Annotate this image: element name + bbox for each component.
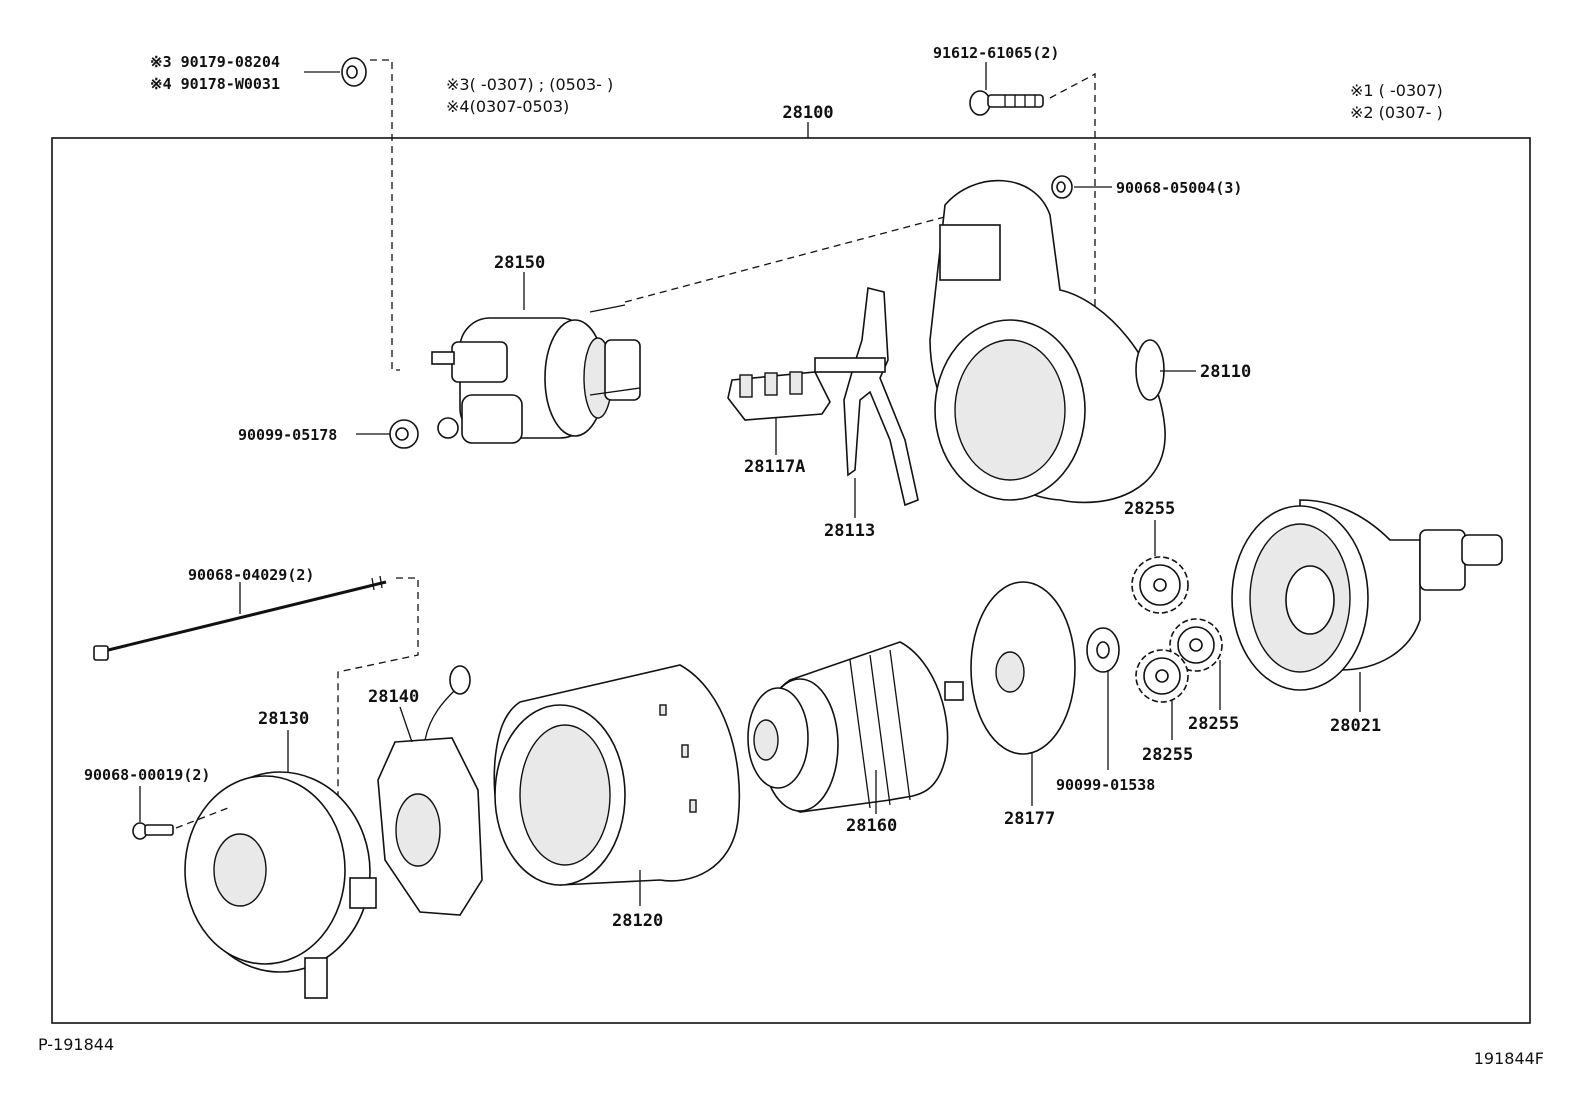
label-90179: ※3 90179-08204 <box>150 53 280 71</box>
gear-28255-lower-part <box>1135 649 1189 703</box>
label-28021: 28021 <box>1330 716 1381 736</box>
label-assembly: 28100 <box>782 103 833 123</box>
note-center-line1: ※3( -0307) ; (0503- ) <box>446 75 613 94</box>
plate-28177-part <box>970 581 1076 755</box>
label-28120: 28120 <box>612 911 663 931</box>
washer-90099-01538-part <box>1086 627 1120 673</box>
label-28255-upper: 28255 <box>1124 499 1175 519</box>
label-28130: 28130 <box>258 709 309 729</box>
label-28140: 28140 <box>368 687 419 707</box>
bolt-90068-04029-part <box>93 575 387 661</box>
nut-90099-05178-part <box>389 419 419 449</box>
end-frame-28130-part <box>184 771 377 999</box>
note-right-line1: ※1 ( -0307) <box>1350 81 1443 100</box>
dash-90068-00019 <box>175 807 229 829</box>
label-28255-right: 28255 <box>1188 714 1239 734</box>
label-28255-lower: 28255 <box>1142 745 1193 765</box>
gear-28255-right-part <box>1169 618 1223 672</box>
bolt-91612-part <box>969 90 1044 116</box>
note-center-line2: ※4(0307-0503) <box>446 97 569 116</box>
label-28150: 28150 <box>494 253 545 273</box>
dash-28150 <box>624 214 953 303</box>
label-90068-04029: 90068-04029(2) <box>188 566 314 584</box>
label-28113: 28113 <box>824 521 875 541</box>
label-90099-01538: 90099-01538 <box>1056 776 1155 794</box>
label-90178: ※4 90178-W0031 <box>150 75 280 93</box>
dash-90179 <box>370 59 400 371</box>
label-91612: 91612-61065(2) <box>933 44 1059 62</box>
leader-28140 <box>399 706 413 743</box>
lever-28113-part <box>814 287 919 507</box>
gear-28255-upper-part <box>1131 556 1189 614</box>
label-90068-05004: 90068-05004(3) <box>1116 179 1242 197</box>
label-90099-05178: 90099-05178 <box>238 426 337 444</box>
label-28117A: 28117A <box>744 457 805 477</box>
nut-90068-05004-part <box>1051 175 1073 199</box>
label-28110: 28110 <box>1200 362 1251 382</box>
label-28177: 28177 <box>1004 809 1055 829</box>
label-28160: 28160 <box>846 816 897 836</box>
nut-90179-part <box>341 57 367 87</box>
yoke-28120-part <box>493 664 741 886</box>
label-90068-00019: 90068-00019(2) <box>84 766 210 784</box>
footer-left: P-191844 <box>38 1035 114 1054</box>
clutch-28021-part <box>1231 499 1503 691</box>
footer-right: 191844F <box>1474 1049 1544 1068</box>
armature-28160-part <box>747 641 964 813</box>
note-right-line2: ※2 (0307- ) <box>1350 103 1443 122</box>
solenoid-28150-part <box>431 304 641 444</box>
screw-90068-00019-part <box>132 822 174 840</box>
housing-28110-part <box>929 179 1166 504</box>
brush-holder-28140-part <box>377 665 483 916</box>
plate-28117A-part <box>727 371 831 421</box>
assembly-frame <box>51 137 1531 1024</box>
